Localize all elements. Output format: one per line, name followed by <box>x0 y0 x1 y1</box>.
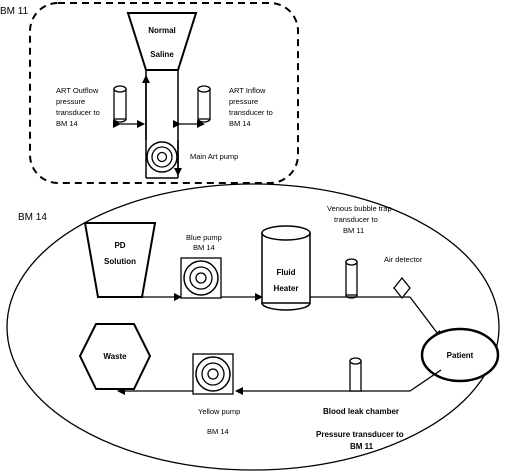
pd-label-1: PD <box>114 241 125 250</box>
main-pump-label: Main Art pump <box>190 152 238 161</box>
outflow-transducer <box>113 85 127 123</box>
patient-return-line <box>409 369 442 392</box>
waste-label: Waste <box>103 352 127 361</box>
venous-bubble-trap <box>345 258 358 299</box>
heater-label-1: Fluid <box>276 268 295 277</box>
svg-text:Blue pump: Blue pump <box>186 233 222 242</box>
line-to-patient-arrow <box>409 296 442 339</box>
main-art-pump <box>146 141 178 173</box>
svg-text:transducer to: transducer to <box>56 108 100 117</box>
venous-label: Venous bubble trap transducer to BM 11 <box>327 204 392 235</box>
svg-text:ART Inflow: ART Inflow <box>229 86 266 95</box>
inflow-transducer <box>197 85 211 123</box>
svg-text:transducer to: transducer to <box>229 108 273 117</box>
saline-label-1: Normal <box>148 26 176 35</box>
waste-container <box>78 323 152 390</box>
svg-text:BM 14: BM 14 <box>56 119 78 128</box>
svg-text:ART Outflow: ART Outflow <box>56 86 99 95</box>
bm11-boundary <box>29 2 299 184</box>
patient-node <box>420 327 500 383</box>
svg-text:pressure: pressure <box>229 97 258 106</box>
air-detector-label: Air detector <box>384 255 423 264</box>
yellow-pump <box>192 353 234 395</box>
fluid-heater <box>261 225 311 311</box>
blood-leak-label: Blood leak chamber <box>323 407 399 416</box>
heater-label-2: Heater <box>274 284 299 293</box>
outflow-label: ART Outflow pressure transducer to BM 14 <box>56 86 100 128</box>
saline-label-2: Saline <box>150 50 174 59</box>
yellow-pump-bm14: BM 14 <box>207 427 229 436</box>
bm14-title: BM 14 <box>18 212 47 223</box>
pressure-transducer-label: Pressure transducer to BM 11 <box>316 430 404 451</box>
svg-text:BM 11: BM 11 <box>343 226 364 235</box>
patient-label: Patient <box>447 351 474 360</box>
svg-text:pressure: pressure <box>56 97 85 106</box>
air-detector <box>393 276 411 300</box>
svg-text:BM 14: BM 14 <box>193 243 215 252</box>
bm14-boundary <box>6 183 500 471</box>
bm11-title: BM 11 <box>0 6 29 17</box>
blood-leak-chamber <box>349 357 362 392</box>
svg-text:BM 11: BM 11 <box>350 442 374 451</box>
blue-pump-label: Blue pump BM 14 <box>186 233 222 252</box>
normal-saline-bag <box>126 12 198 71</box>
svg-text:BM 14: BM 14 <box>229 119 251 128</box>
yellow-pump-label: Yellow pump <box>198 407 240 416</box>
svg-text:Venous bubble trap: Venous bubble trap <box>327 204 392 213</box>
blue-pump <box>180 257 222 299</box>
svg-text:transducer to: transducer to <box>334 215 378 224</box>
pd-label-2: Solution <box>104 257 136 266</box>
svg-text:Pressure transducer to: Pressure transducer to <box>316 430 404 439</box>
inflow-label: ART Inflow pressure transducer to BM 14 <box>229 86 273 128</box>
